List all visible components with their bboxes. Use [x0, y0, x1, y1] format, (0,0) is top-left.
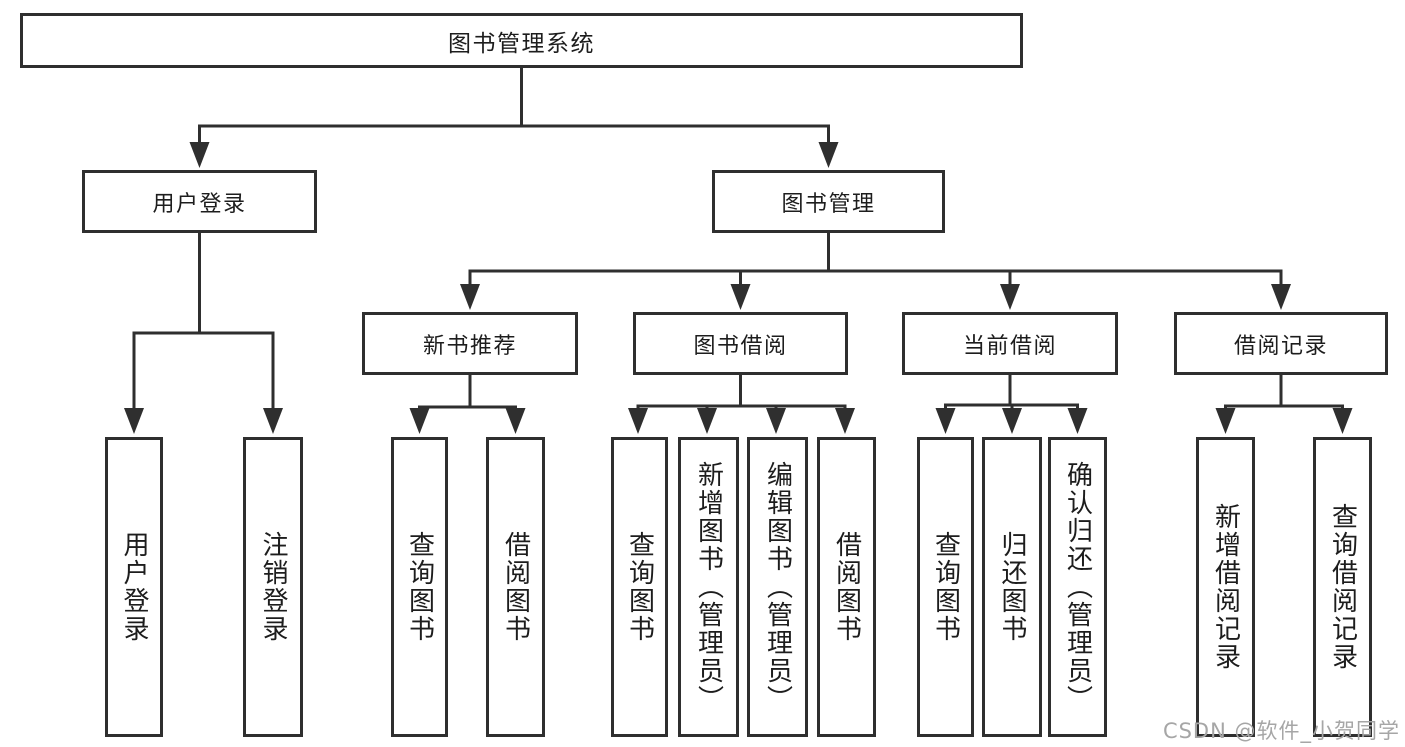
node-add-book-admin: 新增图书（管理员） — [678, 437, 739, 737]
node-book-borrow: 图书借阅 — [633, 312, 848, 375]
node-query-books-current: 查询图书 — [917, 437, 974, 737]
arrowhead-icon — [505, 408, 526, 434]
node-root-label: 图书管理系统 — [448, 30, 595, 57]
arrowhead-icon — [1067, 408, 1088, 434]
node-query-borrow-record-label: 查询借阅记录 — [1327, 503, 1358, 671]
node-add-borrow-record-label: 新增借阅记录 — [1210, 503, 1241, 671]
node-confirm-return-admin: 确认归还（管理员） — [1048, 437, 1107, 737]
arrowhead-icon — [189, 142, 210, 168]
node-root: 图书管理系统 — [20, 13, 1023, 68]
node-book-borrow-label: 图书借阅 — [693, 333, 788, 359]
arrowhead-icon — [818, 142, 839, 168]
arrowhead-icon — [1332, 408, 1353, 434]
node-add-book-admin-label: 新增图书（管理员） — [693, 461, 724, 713]
arrowhead-icon — [124, 408, 144, 434]
node-edit-book-admin-label: 编辑图书（管理员） — [762, 461, 793, 713]
node-current-borrow: 当前借阅 — [902, 312, 1118, 375]
arrowhead-icon — [697, 408, 717, 434]
node-borrow-records: 借阅记录 — [1174, 312, 1388, 375]
node-edit-book-admin: 编辑图书（管理员） — [747, 437, 808, 737]
node-query-borrow-record: 查询借阅记录 — [1313, 437, 1372, 737]
arrowhead-icon — [1271, 284, 1291, 310]
node-borrow-books: 借阅图书 — [817, 437, 876, 737]
node-login: 用户登录 — [105, 437, 163, 737]
watermark: CSDN @软件_小贺同学 — [1162, 719, 1400, 743]
arrowhead-icon — [1000, 284, 1020, 310]
node-borrow-books-recommend: 借阅图书 — [486, 437, 545, 737]
node-query-books-borrow: 查询图书 — [611, 437, 668, 737]
node-current-borrow-label: 当前借阅 — [962, 333, 1057, 359]
arrowhead-icon — [766, 408, 786, 434]
arrowhead-icon — [1215, 408, 1236, 434]
node-user-login: 用户登录 — [82, 170, 317, 233]
arrowhead-icon — [935, 408, 956, 434]
node-return-book-label: 归还图书 — [997, 531, 1027, 643]
node-user-login-label: 用户登录 — [152, 191, 247, 217]
arrowhead-icon — [628, 408, 648, 434]
node-query-books-recommend: 查询图书 — [391, 437, 448, 737]
arrowhead-icon — [1002, 408, 1022, 434]
node-query-books-current-label: 查询图书 — [930, 531, 961, 643]
node-logout-label: 注销登录 — [258, 531, 288, 643]
node-logout: 注销登录 — [243, 437, 303, 737]
node-query-books-borrow-label: 查询图书 — [624, 531, 655, 643]
node-return-book: 归还图书 — [982, 437, 1042, 737]
node-borrow-records-label: 借阅记录 — [1233, 333, 1328, 359]
arrowhead-icon — [835, 408, 855, 434]
node-add-borrow-record: 新增借阅记录 — [1196, 437, 1255, 737]
arrowhead-icon — [263, 408, 283, 434]
node-borrow-books-label: 借阅图书 — [831, 531, 862, 643]
node-confirm-return-admin-label: 确认归还（管理员） — [1062, 461, 1093, 713]
node-new-book-recommend: 新书推荐 — [362, 312, 578, 375]
arrowhead-icon — [409, 408, 430, 434]
node-login-label: 用户登录 — [119, 531, 149, 643]
arrowhead-icon — [460, 284, 480, 310]
node-book-management: 图书管理 — [712, 170, 945, 233]
node-query-books-recommend-label: 查询图书 — [404, 531, 435, 643]
arrowhead-icon — [730, 284, 751, 310]
node-borrow-books-recommend-label: 借阅图书 — [500, 531, 531, 643]
node-new-book-recommend-label: 新书推荐 — [422, 333, 517, 359]
node-book-management-label: 图书管理 — [781, 191, 876, 217]
